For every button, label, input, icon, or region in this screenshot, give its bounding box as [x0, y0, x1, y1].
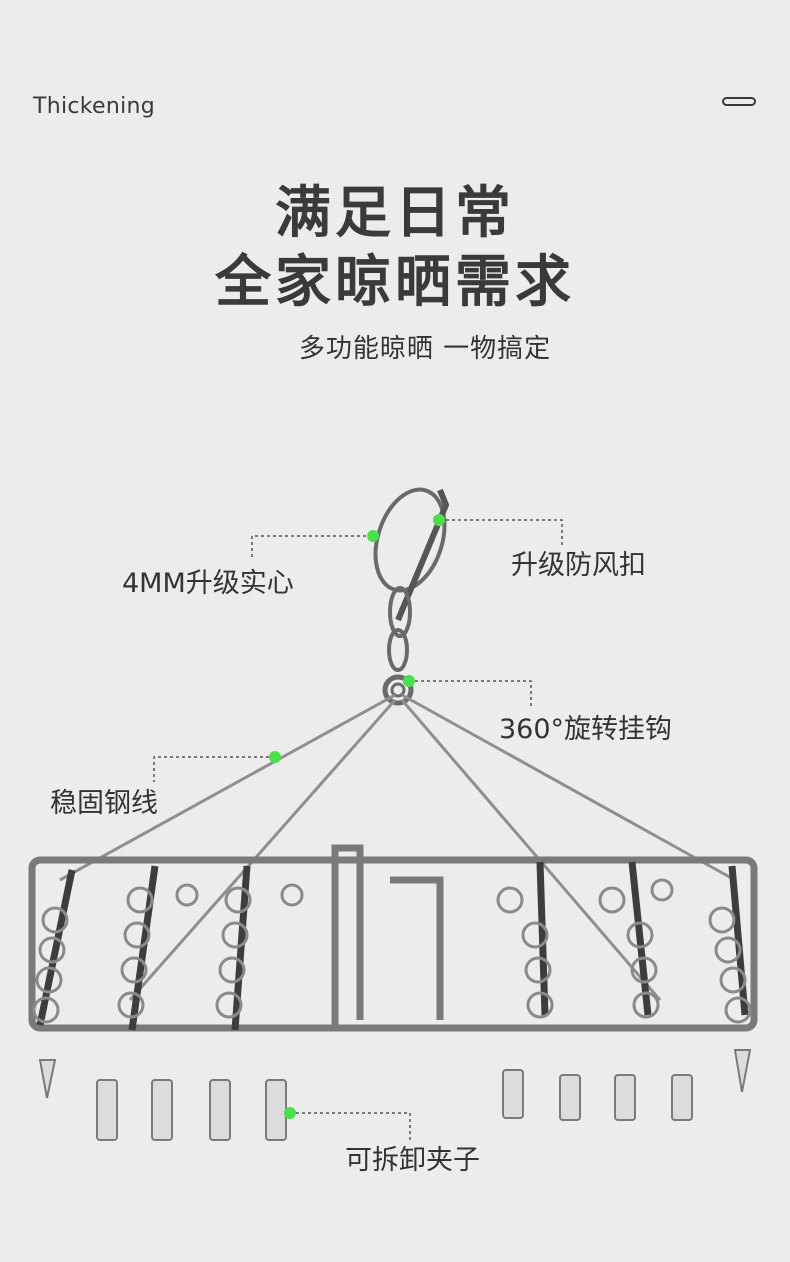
clip-row-right — [496, 878, 752, 1024]
pill-icon — [722, 97, 756, 106]
steel-wires — [59, 693, 736, 1001]
callout-windproof: 升级防风扣 — [511, 550, 646, 581]
callout-rotating: 360°旋转挂钩 — [499, 714, 673, 745]
subheadline: 多功能晾晒 一物搞定 — [298, 334, 552, 364]
hook-icon — [373, 487, 450, 706]
headline-line-1: 满足日常 — [275, 181, 515, 246]
hanging-clips — [38, 1049, 752, 1141]
callout-solid: 4MM升级实心 — [122, 568, 294, 599]
headline-line-2: 全家晾晒需求 — [215, 250, 575, 315]
leader-lines — [153, 519, 563, 1140]
callout-clips: 可拆卸夹子 — [345, 1145, 480, 1176]
callout-dots — [269, 514, 445, 1119]
eyebrow-label: Thickening — [33, 94, 156, 119]
clip-row-left — [32, 883, 304, 1024]
callout-wire: 稳固钢线 — [50, 788, 158, 819]
rack-frame — [28, 844, 758, 1032]
